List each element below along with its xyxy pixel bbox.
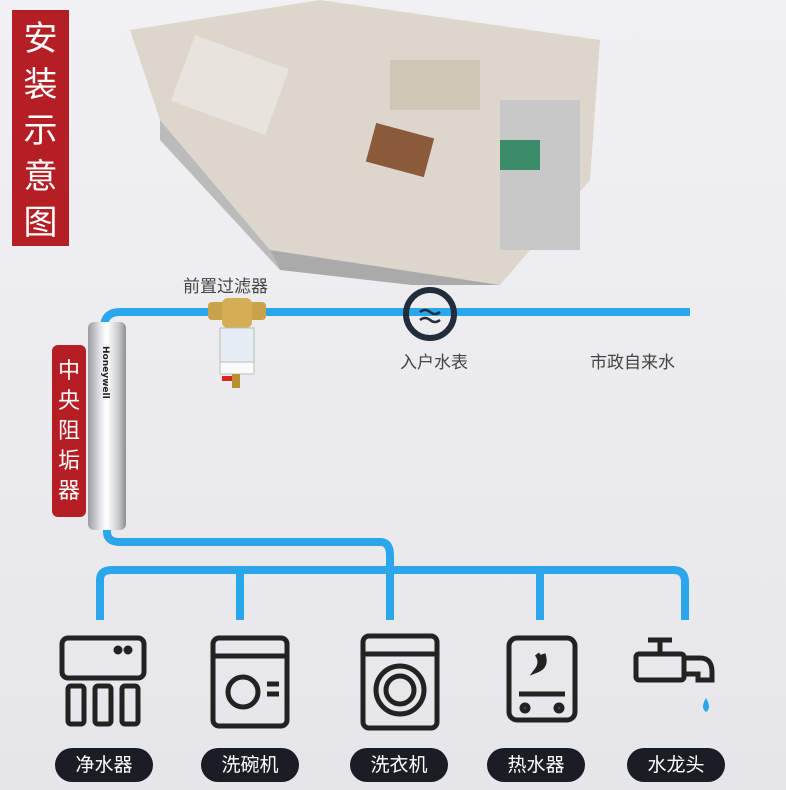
appliance-label-dishwasher: 洗碗机	[201, 748, 299, 782]
title-banner: 安装示意图	[12, 10, 69, 246]
central-softener-icon: Honeywell	[88, 322, 126, 530]
appliance-label-washing-machine: 洗衣机	[350, 748, 448, 782]
prefilter-icon	[208, 298, 266, 388]
appliance-label-faucet: 水龙头	[627, 748, 725, 782]
water-meter-icon	[403, 287, 457, 341]
brand-text: Honeywell	[100, 346, 110, 399]
water-purifier-icon	[59, 635, 147, 727]
municipal-water-label: 市政自来水	[590, 353, 675, 373]
softener-label: 中央阻垢器	[52, 345, 86, 517]
meter-label: 入户水表	[400, 353, 468, 373]
apartment-illustration	[130, 0, 600, 285]
water-heater-icon	[506, 635, 578, 723]
prefilter-label: 前置过滤器	[183, 277, 268, 297]
appliance-label-water-purifier: 净水器	[55, 748, 153, 782]
outlet-pipe	[103, 528, 394, 570]
washing-machine-icon	[360, 633, 440, 731]
faucet-icon	[633, 637, 715, 712]
appliance-label-water-heater: 热水器	[487, 748, 585, 782]
title-text: 安装示意图	[23, 19, 58, 243]
main-pipe	[100, 308, 690, 329]
dishwasher-icon	[210, 635, 290, 729]
